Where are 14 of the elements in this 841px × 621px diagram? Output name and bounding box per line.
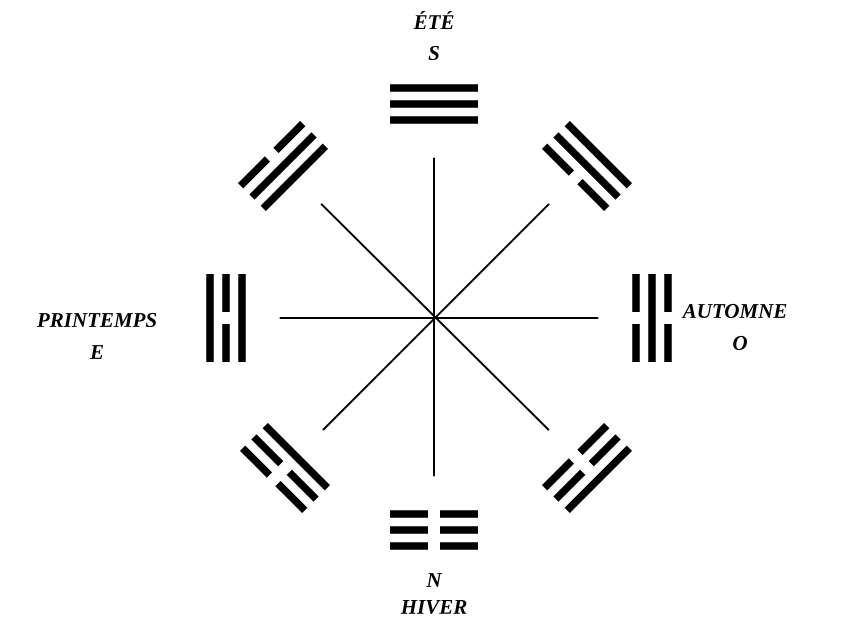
season-label: HIVER: [400, 600, 466, 614]
season-label: N: [426, 573, 442, 587]
season-label: E: [90, 345, 104, 359]
season-label: S: [428, 46, 439, 60]
spoke-line: [280, 317, 598, 319]
spoke-line: [433, 158, 435, 476]
season-label: PRINTEMPS: [36, 312, 156, 328]
trigram-symbol: [240, 422, 330, 514]
trigram-symbol: [542, 422, 632, 514]
trigram-symbol: [542, 120, 632, 212]
trigram-symbol: [238, 120, 328, 212]
season-label: ÉTÉ: [413, 11, 454, 29]
season-label: O: [733, 336, 747, 350]
season-label: AUTOMNE: [682, 304, 786, 318]
